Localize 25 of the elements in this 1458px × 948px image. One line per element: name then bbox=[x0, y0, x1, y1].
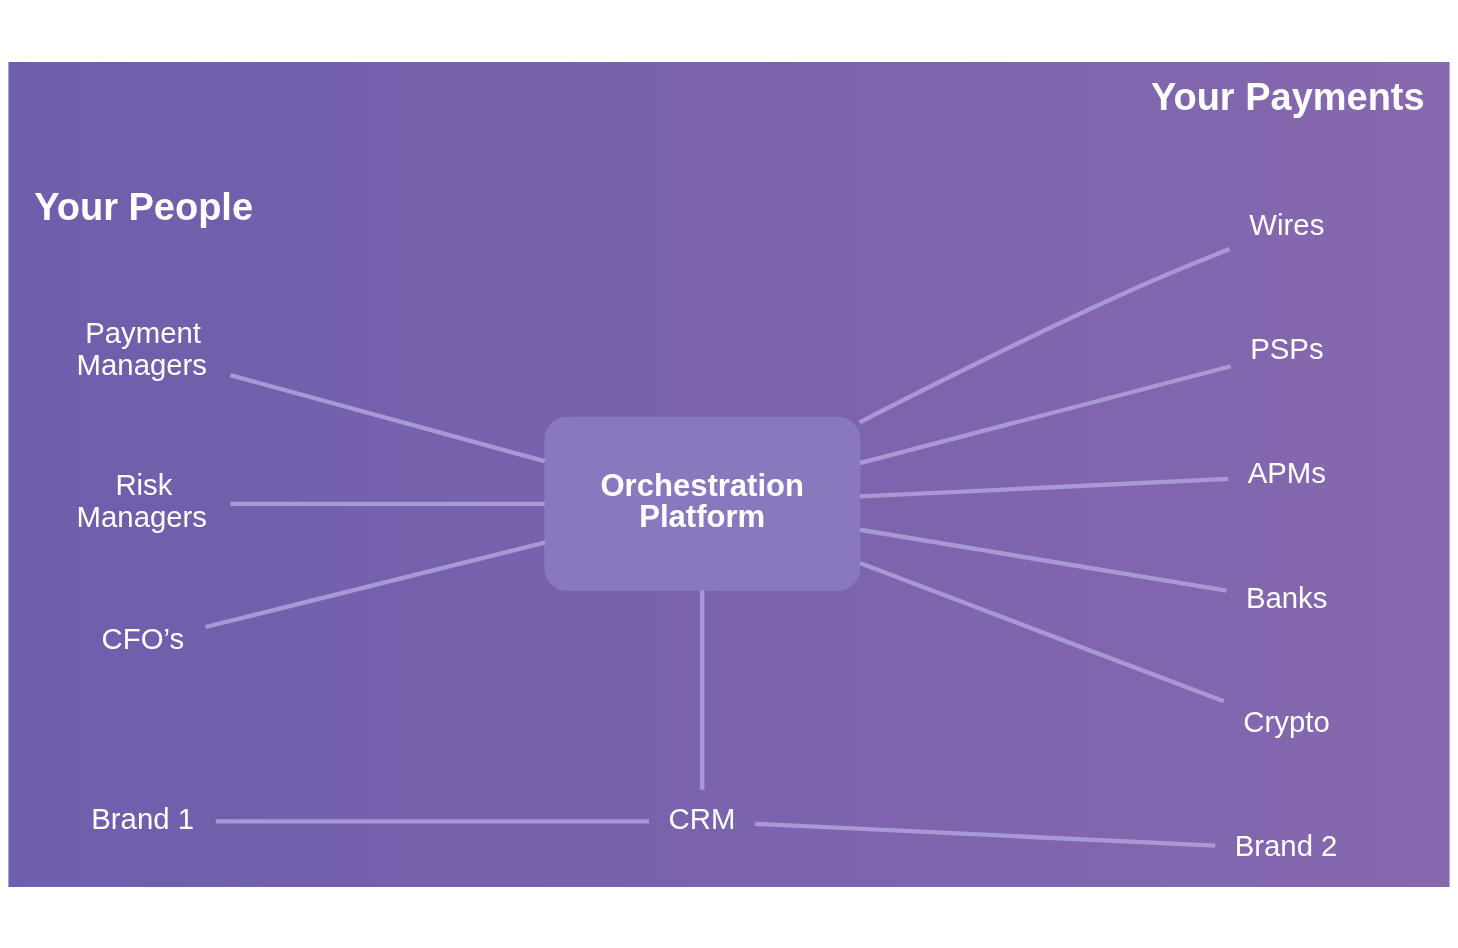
node-text: Brand 2 bbox=[1234, 828, 1338, 862]
node-text: Payment Managers bbox=[76, 315, 208, 381]
connector bbox=[205, 539, 546, 629]
node-text: Risk Managers bbox=[76, 467, 208, 533]
node-text: Crypto bbox=[1243, 704, 1330, 738]
connector bbox=[229, 372, 546, 463]
node-text: PSPs bbox=[1250, 331, 1324, 365]
connector bbox=[230, 501, 545, 506]
node-text: CFO’s bbox=[101, 621, 185, 655]
node-text: Brand 1 bbox=[91, 800, 194, 834]
node-text: APMs bbox=[1247, 455, 1326, 489]
connector bbox=[858, 246, 1231, 424]
node-text: Wires bbox=[1249, 207, 1325, 241]
connector bbox=[754, 821, 1216, 848]
connector bbox=[215, 818, 649, 824]
label: Your Payments bbox=[1150, 75, 1425, 118]
connector bbox=[859, 527, 1227, 593]
node-text: Banks bbox=[1245, 580, 1328, 614]
node-text: CRM bbox=[668, 800, 736, 834]
connector bbox=[859, 560, 1225, 703]
label: Your People bbox=[34, 185, 254, 228]
connector bbox=[859, 363, 1232, 465]
node-box: Orchestration Platform bbox=[544, 416, 861, 591]
connector bbox=[700, 589, 705, 790]
connector bbox=[859, 476, 1229, 499]
